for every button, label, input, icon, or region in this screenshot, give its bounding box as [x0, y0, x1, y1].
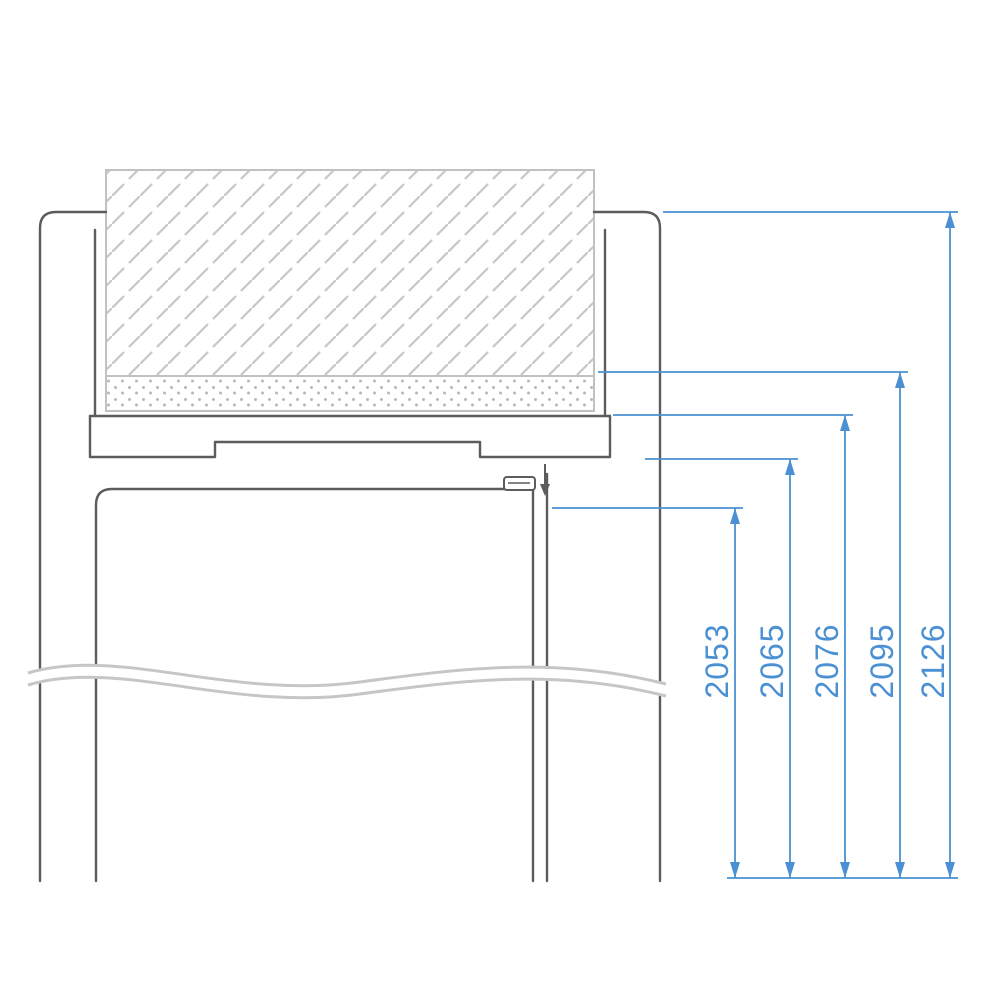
break-line [26, 663, 668, 700]
dimension-label-2095: 2095 [864, 623, 900, 698]
dimension-labels: 2053 2065 2076 2095 2126 [699, 623, 951, 698]
dimension-2095 [598, 371, 908, 878]
insulation-rect [105, 375, 595, 412]
dimensions [552, 211, 958, 879]
dimension-label-2065: 2065 [754, 623, 790, 698]
leaf-top-edge [94, 487, 535, 883]
dimension-2065 [645, 458, 798, 878]
dimension-label-2053: 2053 [699, 623, 735, 698]
dimension-2076 [613, 414, 853, 878]
frame-head-profile [88, 414, 612, 459]
insulation-dotted-strip [105, 375, 595, 412]
dimension-2126 [663, 211, 958, 878]
seal-arrowhead-icon [540, 484, 550, 496]
dimension-label-2076: 2076 [809, 623, 845, 698]
frame-left-outer-edge [38, 210, 108, 883]
break-line-lower [27, 675, 667, 700]
seal-detail [503, 464, 550, 496]
wall-hatch-block [105, 169, 595, 377]
break-line-mask [26, 665, 668, 698]
wall-hatch-rect [105, 169, 595, 377]
break-line-upper [27, 663, 667, 688]
frame-outline [38, 210, 662, 883]
frame-right-outer-edge [592, 210, 662, 883]
dimension-2053 [552, 507, 743, 878]
dimension-label-2126: 2126 [915, 623, 951, 698]
